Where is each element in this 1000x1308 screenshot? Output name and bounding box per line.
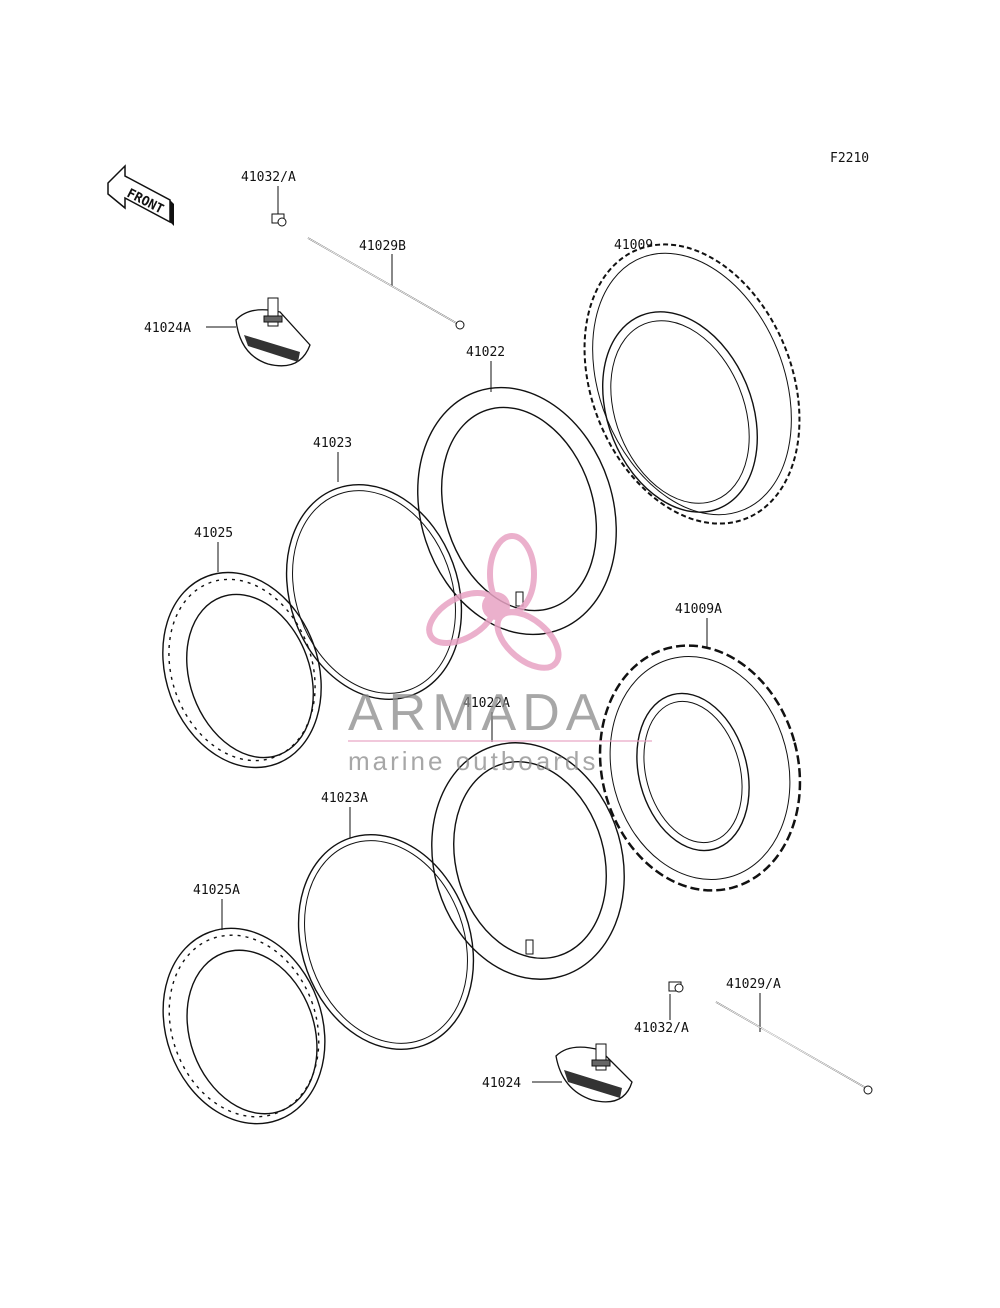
watermark-brand: ARMADA [348, 684, 606, 742]
watermark-tagline: marine outboards [348, 746, 598, 776]
part-41029b: 41029B [307, 237, 465, 330]
part-label: 41025 [194, 526, 233, 541]
part-41009: 41009 [583, 238, 801, 525]
part-label: 41022 [466, 345, 505, 360]
part-41032a-top: 41032/A [241, 170, 296, 227]
front-arrow-icon: FRONT [107, 164, 174, 226]
part-label: 41032/A [634, 1021, 689, 1036]
watermark-propeller-icon [426, 533, 562, 671]
part-41024a: 41024A [144, 297, 311, 367]
part-41023: 41023 [285, 436, 463, 700]
part-label: 41022A [463, 696, 510, 711]
part-41032a-bottom: 41032/A [634, 981, 689, 1036]
part-41022: 41022 [417, 345, 617, 636]
part-label: 41029B [359, 239, 406, 254]
part-41029a: 41029/A [715, 977, 873, 1095]
part-label: 41029/A [726, 977, 781, 992]
part-41022a: 41022A [431, 696, 625, 980]
part-label: 41009A [675, 602, 722, 617]
part-label: 41024 [482, 1076, 521, 1091]
part-label: 41023 [313, 436, 352, 451]
part-label: 41025A [193, 883, 240, 898]
part-label: 41023A [321, 791, 368, 806]
part-41025a: 41025A [162, 883, 326, 1125]
part-41023a: 41023A [297, 791, 475, 1050]
watermark: ARMADA marine outboards [348, 533, 652, 776]
part-41025: 41025 [162, 526, 322, 769]
diagram-code: F2210 [830, 151, 869, 166]
part-41024: 41024 [482, 1043, 633, 1103]
part-label: 41024A [144, 321, 191, 336]
part-label: 41032/A [241, 170, 296, 185]
part-41009a: 41009A [598, 602, 802, 892]
